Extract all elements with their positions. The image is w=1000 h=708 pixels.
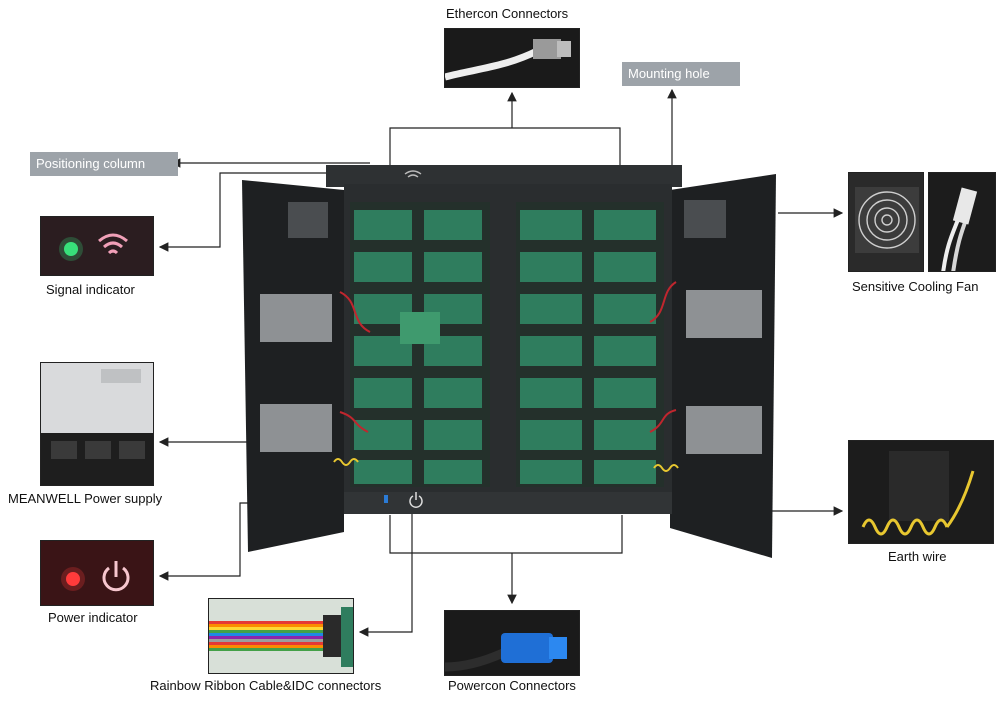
earth-wire-photo (848, 440, 994, 544)
power-supply-photo (40, 362, 154, 486)
powercon-label: Powercon Connectors (448, 678, 576, 693)
signal-indicator-label: Signal indicator (46, 282, 135, 297)
cabinet-blue-led (384, 495, 388, 503)
wifi-icon (98, 233, 128, 255)
cooling-fan-photo (848, 172, 924, 272)
positioning-column-tag: Positioning column (30, 152, 178, 176)
door-fans (288, 200, 726, 238)
fan-sensor-photo (928, 172, 996, 272)
power-supply-label: MEANWELL Power supply (8, 491, 163, 506)
power-icon (102, 561, 130, 592)
powercon-line (389, 515, 623, 554)
cabinet (242, 165, 776, 558)
cabinet-power-icon (409, 492, 423, 508)
ethercon-photo (444, 28, 580, 88)
power-indicator-label: Power indicator (48, 610, 138, 625)
cooling-fan-label: Sensitive Cooling Fan (852, 279, 979, 294)
door-power-supplies (260, 290, 762, 454)
signal-led (64, 242, 78, 256)
ribbon-cable-label: Rainbow Ribbon Cable&IDC connectors (150, 678, 382, 693)
power-indicator-photo (40, 540, 154, 606)
right-door (670, 174, 776, 558)
red-cables (339, 281, 677, 433)
earth-wire-label: Earth wire (888, 549, 947, 564)
power-led (66, 572, 80, 586)
ethercon-line (389, 127, 621, 165)
cabinet-wifi-icon (404, 170, 422, 178)
left-module-grid (350, 202, 490, 487)
ribbon-cable-photo (208, 598, 354, 674)
fan-icon (855, 187, 919, 253)
cabinet-bottom-bar (344, 492, 672, 514)
mounting-hole-tag: Mounting hole (622, 62, 740, 86)
ethercon-label: Ethercon Connectors (446, 6, 569, 21)
ribbon-stripes (209, 621, 325, 651)
ribbon-line (358, 505, 413, 637)
left-door (242, 180, 344, 552)
right-module-grid (516, 202, 664, 487)
cabinet-top-bar (326, 165, 682, 187)
earth-wires (333, 458, 679, 472)
signal-line (158, 172, 388, 252)
signal-indicator-photo (40, 216, 154, 276)
earth-wire-coil (861, 470, 975, 536)
powercon-photo (444, 610, 580, 676)
